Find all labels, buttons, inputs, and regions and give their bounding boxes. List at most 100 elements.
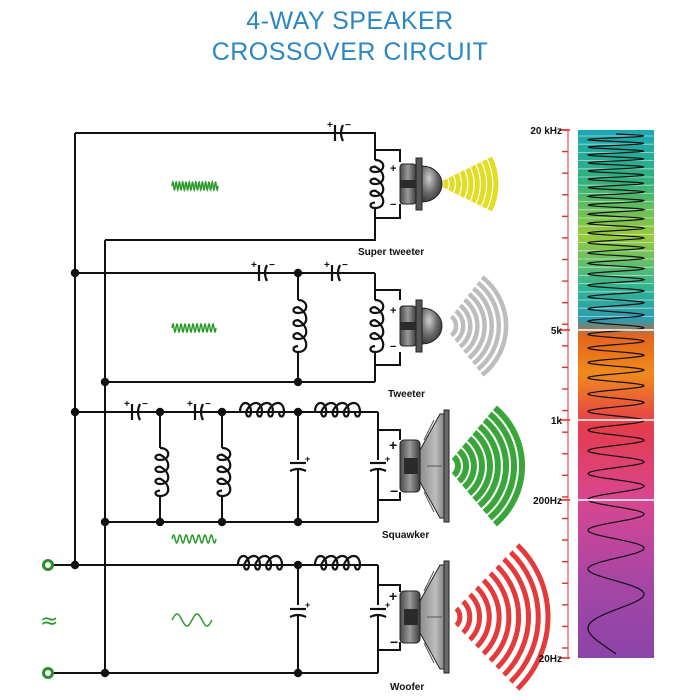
wave-arc bbox=[448, 175, 455, 193]
junction-dot bbox=[100, 517, 110, 527]
inductor bbox=[236, 554, 284, 571]
wire bbox=[375, 352, 401, 366]
wave-arc bbox=[482, 417, 509, 515]
wave-arc bbox=[458, 303, 473, 349]
polarity-plus: + bbox=[390, 163, 396, 175]
wave-arc bbox=[477, 423, 501, 509]
wave-arc bbox=[468, 592, 482, 642]
polarity-minus: − bbox=[390, 341, 396, 353]
wave-arc bbox=[495, 564, 522, 670]
junction-dot bbox=[293, 407, 303, 417]
polarity-plus: + bbox=[385, 454, 390, 464]
wiring bbox=[48, 132, 401, 678]
polarity-plus: + bbox=[305, 600, 310, 610]
wave-arc bbox=[487, 411, 517, 521]
wave-arc bbox=[467, 292, 487, 360]
junction-dot bbox=[100, 668, 110, 678]
polarity-plus: + bbox=[389, 588, 397, 604]
inductor bbox=[313, 401, 362, 418]
frequency-label: 5k bbox=[551, 326, 563, 337]
super-tweeter-signal bbox=[171, 179, 219, 193]
capacitor: + bbox=[289, 600, 310, 618]
inductor bbox=[216, 446, 232, 498]
wave-arc bbox=[461, 442, 477, 490]
capacitor: +− bbox=[251, 260, 275, 282]
woofer-waves bbox=[454, 543, 551, 691]
wave-arc bbox=[487, 156, 499, 212]
wave-arc bbox=[481, 578, 502, 656]
polarity-minus: − bbox=[390, 634, 398, 650]
squawker-signal bbox=[171, 534, 217, 544]
wave-arc bbox=[470, 164, 480, 204]
polarity-plus: + bbox=[305, 454, 310, 464]
speaker-label: Super tweeter bbox=[358, 247, 424, 258]
junction-dot bbox=[293, 377, 303, 387]
wire bbox=[375, 289, 401, 300]
wave-arc bbox=[480, 275, 509, 377]
junction-dot bbox=[70, 407, 80, 417]
wave-arc bbox=[442, 178, 449, 190]
speaker-label: Tweeter bbox=[388, 389, 425, 400]
inductor bbox=[238, 401, 286, 418]
capacitor: +− bbox=[327, 120, 351, 142]
wire bbox=[75, 132, 376, 150]
capacitor: +− bbox=[324, 260, 348, 282]
wave-arc bbox=[482, 159, 493, 209]
wave-arc bbox=[492, 405, 525, 527]
polarity-minus: − bbox=[342, 260, 348, 271]
wave-arc bbox=[456, 448, 470, 484]
frequency-label: 1k bbox=[551, 416, 563, 427]
inductor bbox=[369, 298, 385, 354]
wire bbox=[378, 584, 401, 592]
filtered-signals bbox=[171, 179, 219, 627]
frequency-label: 20Hz bbox=[539, 654, 562, 665]
wave-arc bbox=[463, 297, 480, 355]
polarity-minus: − bbox=[390, 199, 396, 211]
junction-dot bbox=[293, 668, 303, 678]
woofer-signal bbox=[171, 613, 213, 627]
wave-arc bbox=[453, 173, 461, 195]
speaker-label: Woofer bbox=[390, 682, 424, 693]
inductor bbox=[369, 158, 385, 210]
wave-arc bbox=[467, 436, 485, 496]
polarity-plus: + bbox=[327, 120, 333, 131]
wire bbox=[375, 149, 401, 162]
wave-arc bbox=[454, 309, 466, 343]
polarity-minus: − bbox=[345, 120, 351, 131]
polarity-minus: − bbox=[390, 483, 398, 499]
polarity-plus: + bbox=[385, 600, 390, 610]
wave-arc bbox=[488, 571, 512, 663]
woofer-speaker: +− bbox=[389, 560, 450, 674]
sound-waves bbox=[442, 156, 551, 691]
polarity-plus: + bbox=[187, 399, 193, 410]
wave-arc bbox=[459, 170, 468, 198]
wave-arc bbox=[471, 286, 494, 366]
inductor bbox=[313, 554, 362, 571]
junction-dot bbox=[293, 268, 303, 278]
polarity-minus: − bbox=[269, 260, 275, 271]
wave-arc bbox=[515, 543, 551, 691]
title-line-1: 4-WAY SPEAKER bbox=[246, 7, 454, 35]
tweeter-waves bbox=[449, 275, 509, 377]
capacitor: +− bbox=[124, 399, 148, 421]
polarity-minus: − bbox=[205, 399, 211, 410]
speakers: +−+−+−+− bbox=[389, 157, 450, 674]
wave-arc bbox=[502, 557, 531, 677]
wire bbox=[378, 429, 401, 440]
speaker-label: Squawker bbox=[382, 530, 429, 541]
input-terminal-top bbox=[42, 559, 54, 571]
frequency-label: 20 kHz bbox=[530, 126, 562, 137]
junction-dot bbox=[217, 407, 227, 417]
polarity-plus: + bbox=[324, 260, 330, 271]
input-terminals: ≈ bbox=[40, 559, 58, 679]
capacitor: +− bbox=[187, 399, 211, 421]
squawker-speaker: +− bbox=[389, 409, 450, 523]
wave-arc bbox=[465, 167, 474, 201]
junction-dot bbox=[155, 517, 165, 527]
squawker-waves bbox=[451, 405, 525, 527]
frequency-sweep-wave bbox=[586, 133, 647, 655]
polarity-plus: + bbox=[124, 399, 130, 410]
wire bbox=[105, 218, 376, 241]
wire bbox=[378, 492, 401, 501]
wave-arc bbox=[508, 550, 541, 684]
